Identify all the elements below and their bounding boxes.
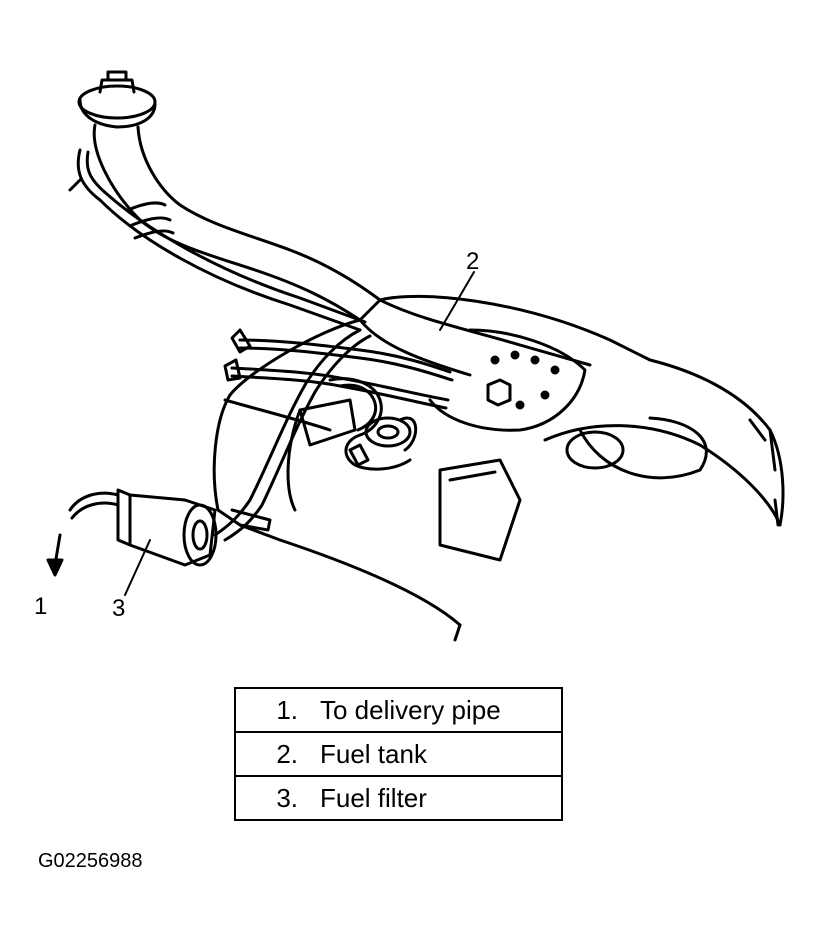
legend-label: Fuel filter — [320, 782, 427, 813]
fuel-tank — [212, 294, 785, 642]
callout-1: 1 — [34, 593, 48, 620]
legend-label: To delivery pipe — [320, 694, 501, 725]
legend-row: 2. Fuel tank — [234, 731, 563, 777]
legend-number: 3. — [276, 782, 298, 813]
legend-table: 1. To delivery pipe 2. Fuel tank 3. Fuel fi… — [234, 687, 563, 821]
fuel-lines — [68, 148, 454, 542]
callout-2: 2 — [466, 248, 480, 275]
callout-3: 3 — [112, 595, 126, 622]
legend-label: Fuel tank — [320, 738, 427, 769]
leader-lines — [124, 271, 475, 596]
legend-row: 1. To delivery pipe — [234, 687, 563, 733]
legend-number: 2. — [276, 738, 298, 769]
legend-number: 1. — [276, 694, 298, 725]
fuel-filter — [46, 488, 218, 577]
figure-id: G02256988 — [38, 850, 143, 872]
legend-row: 3. Fuel filter — [234, 775, 563, 821]
fuel-system-illustration — [46, 70, 785, 642]
